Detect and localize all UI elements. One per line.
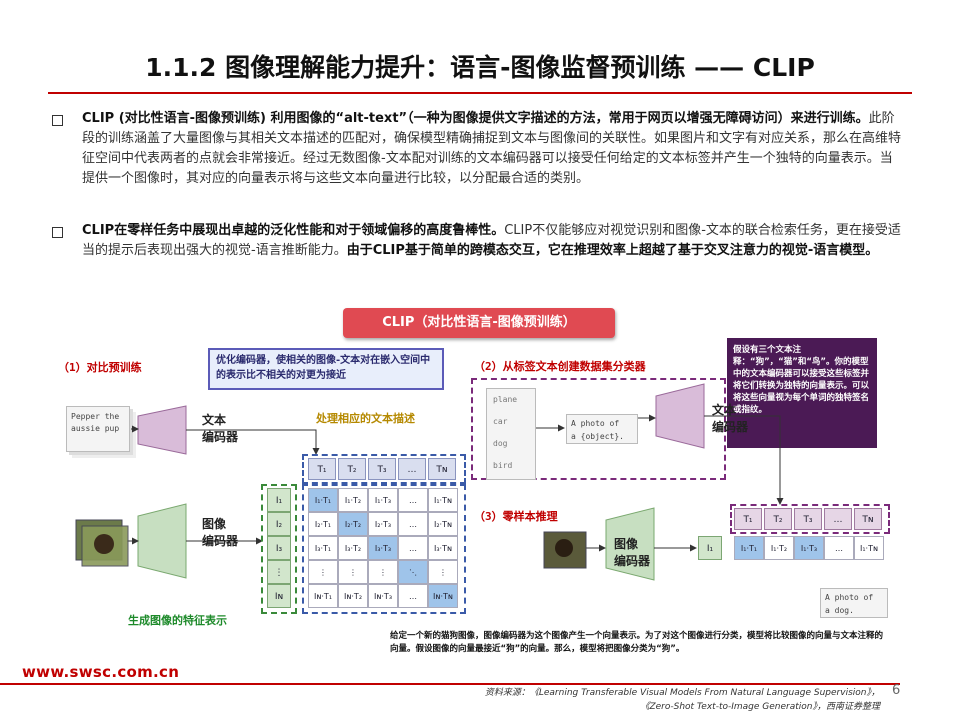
zs-text-token: Tɴ <box>854 508 882 530</box>
clip-diagram: CLIP（对比性语言-图像预训练） （1）对比预训练 优化编码器，使相关的图像-… <box>58 298 904 670</box>
text-encoder-shape <box>137 405 187 455</box>
matrix-cell: … <box>398 512 428 536</box>
optimize-note: 优化编码器，使相关的图像-文本对在嵌入空间中的表示比不相关的对更为接近 <box>208 348 444 390</box>
label-item: car <box>493 417 508 426</box>
step-3-label: （3）零样本推理 <box>474 510 558 523</box>
label-item: dog <box>493 439 508 448</box>
text-token: T₁ <box>308 458 336 480</box>
matrix-cell: I₃·T₂ <box>338 536 368 560</box>
bullet-2-rest: CLIP不仅能够应对视觉识别和图像-文本的联合检索任务，更在接受适当的提示后表现… <box>82 223 901 258</box>
zs-cell: I₁·T₁ <box>734 536 764 560</box>
image-token: I₂ <box>267 512 291 536</box>
image-token-column <box>261 484 297 614</box>
step-2-box <box>471 378 726 480</box>
matrix-cell: ⋮ <box>338 560 368 584</box>
matrix-cell: I₃·Tɴ <box>428 536 458 560</box>
matrix-cell: Iɴ·Tɴ <box>428 584 458 608</box>
step-2-label: （2）从标签文本创建数据集分类器 <box>474 360 646 373</box>
zs-text-token: T₁ <box>734 508 762 530</box>
zs-text-token: … <box>824 508 852 530</box>
matrix-cell: I₂·T₃ <box>368 512 398 536</box>
bullet-2-tail: 由于CLIP基于简单的跨模态交互，它在推理效率上超越了基于交叉注意力的视觉-语言… <box>346 243 879 258</box>
matrix-cell: I₃·T₁ <box>308 536 338 560</box>
similarity-matrix <box>302 484 466 614</box>
image-token: I₁ <box>267 488 291 512</box>
matrix-cell: I₂·T₁ <box>308 512 338 536</box>
matrix-cell: ⋱ <box>398 560 428 584</box>
text-token: T₃ <box>368 458 396 480</box>
matrix-cell: Iɴ·T₂ <box>338 584 368 608</box>
prompt-result: A photo of a dog. <box>820 588 888 618</box>
matrix-cell: I₁·T₂ <box>338 488 368 512</box>
image-token: ⋮ <box>267 560 291 584</box>
bullet-1: CLIP (对比性语言-图像预训练) 利用图像的“alt-text”（一种为图像… <box>52 109 904 189</box>
matrix-cell: I₂·Tɴ <box>428 512 458 536</box>
matrix-cell: ⋮ <box>308 560 338 584</box>
source-note: 资料来源：《Learning Transferable Visual Model… <box>420 686 880 714</box>
checkbox-bullet-icon <box>52 227 63 238</box>
matrix-cell: … <box>398 536 428 560</box>
label-item: plane <box>493 395 518 404</box>
bullet-1-lead: CLIP (对比性语言-图像预训练) 利用图像的“alt-text”（一种为图像… <box>82 111 869 126</box>
matrix-cell: I₁·T₁ <box>308 488 338 512</box>
bullet-2: CLIP在零样任务中展现出卓越的泛化性能和对于领域偏移的高度鲁棒性。CLIP不仅… <box>52 221 904 261</box>
zs-image-token: I₁ <box>698 536 722 560</box>
caption-card: Pepper the aussie pup <box>66 406 130 452</box>
zs-cell: I₁·T₃ <box>794 536 824 560</box>
text-encoder-2-shape <box>655 383 705 449</box>
matrix-cell: ⋮ <box>368 560 398 584</box>
process-text-label: 处理相应的文本描述 <box>316 412 415 425</box>
image-token: I₃ <box>267 536 291 560</box>
text-encoder-2-label: 文本编码器 <box>712 403 749 434</box>
diagram-shapes <box>75 383 784 581</box>
label-item: bird <box>493 461 513 470</box>
title-divider <box>48 92 912 94</box>
matrix-cell: … <box>398 584 428 608</box>
checkbox-bullet-icon <box>52 115 63 126</box>
image-token: Iɴ <box>267 584 291 608</box>
matrix-cell: ⋮ <box>428 560 458 584</box>
zs-text-token: T₂ <box>764 508 792 530</box>
source-line-2: 《Zero-Shot Text-to-Image Generation》，西南证… <box>640 702 880 712</box>
prompt-template: A photo of a {object}. <box>566 414 638 444</box>
bullet-2-lead: CLIP在零样任务中展现出卓越的泛化性能和对于领域偏移的高度鲁棒性。 <box>82 223 505 238</box>
image-encoder-shape <box>137 503 187 579</box>
text-token: T₂ <box>338 458 366 480</box>
text-encoder-label: 文本编码器 <box>202 413 239 444</box>
zs-cell: I₁·Tɴ <box>854 536 884 560</box>
text-token-row <box>302 454 466 484</box>
image-encoder-2-shape <box>605 507 655 581</box>
text-token: Tɴ <box>428 458 456 480</box>
inference-note: 给定一个新的猫狗图像，图像编码器为这个图像产生一个向量表示。为了对这个图像进行分… <box>390 631 884 654</box>
step-1-label: （1）对比预训练 <box>58 361 142 374</box>
zs-text-token: T₃ <box>794 508 822 530</box>
matrix-cell: Iɴ·T₁ <box>308 584 338 608</box>
matrix-cell: Iɴ·T₃ <box>368 584 398 608</box>
page-title: 1.1.2 图像理解能力提升：语言-图像监督预训练 —— CLIP <box>145 53 815 82</box>
image-encoder-label: 图像编码器 <box>202 517 239 548</box>
zs-cell: … <box>824 536 854 560</box>
image-encoder-2-label: 图像编码器 <box>614 537 651 568</box>
footer-divider <box>0 683 900 685</box>
matrix-cell: I₃·T₃ <box>368 536 398 560</box>
text-token: … <box>398 458 426 480</box>
zs-text-token-row <box>730 504 890 534</box>
zs-cell: I₁·T₂ <box>764 536 794 560</box>
matrix-cell: I₁·Tɴ <box>428 488 458 512</box>
bullet-1-rest: 此阶段的训练涵盖了大量图像与其相关文本描述的匹配对，确保模型精确捕捉到文本与图像… <box>82 111 902 186</box>
page-number: 6 <box>892 683 901 698</box>
matrix-cell: I₂·T₂ <box>338 512 368 536</box>
company-logo: www.swsc.com.cn <box>22 663 180 681</box>
clip-banner: CLIP（对比性语言-图像预训练） <box>343 308 615 338</box>
matrix-cell: I₁·T₃ <box>368 488 398 512</box>
gen-image-label: 生成图像的特征表示 <box>128 614 227 627</box>
source-line-1: 资料来源：《Learning Transferable Visual Model… <box>484 688 880 698</box>
label-list: plane car dog bird <box>486 388 536 480</box>
matrix-cell: … <box>398 488 428 512</box>
label-note: 假设有三个文本注释：“狗”，“猫”和“鸟”。你的模型中的文本编码器可以接受这些标… <box>727 338 877 448</box>
